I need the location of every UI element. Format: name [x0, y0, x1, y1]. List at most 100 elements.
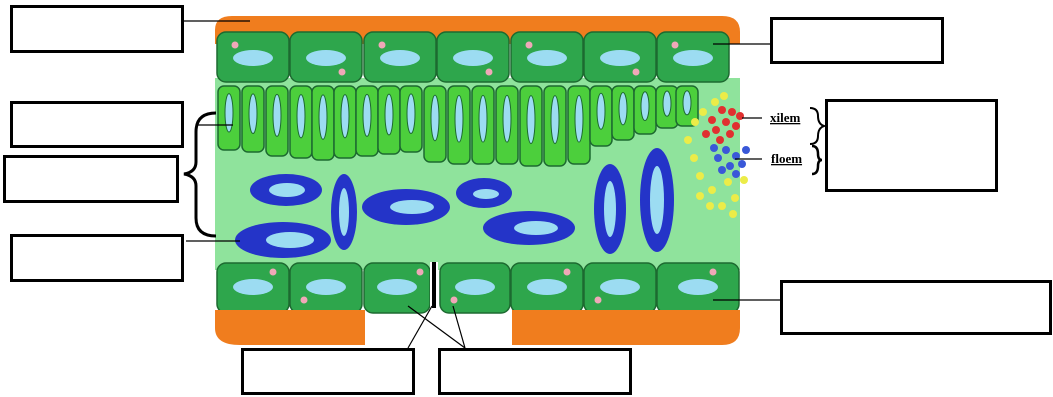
palisade-label-box[interactable] [10, 101, 184, 148]
stoma-label-box[interactable] [241, 348, 415, 395]
xylem-brace [810, 108, 824, 144]
palisade-vacuole [597, 93, 605, 129]
bundle-sheath-cell [696, 172, 704, 180]
air-space-label-box[interactable] [10, 234, 184, 282]
lower-cuticle [215, 310, 365, 345]
vascular-bundle-label-box[interactable] [825, 99, 998, 192]
air-space [604, 181, 616, 237]
cell-nucleus [306, 279, 346, 295]
phloem-cell [738, 160, 746, 168]
bundle-sheath-cell [696, 192, 704, 200]
air-space [390, 200, 434, 214]
palisade-vacuole [663, 91, 671, 116]
bundle-sheath-cell [720, 92, 728, 100]
phloem-cell [714, 154, 722, 162]
xylem-label: xilem [770, 110, 800, 125]
palisade-vacuole [683, 91, 691, 115]
palisade-vacuole [341, 95, 349, 138]
phloem-cell [718, 166, 726, 174]
xylem-cell [712, 126, 720, 134]
lower-epidermis-label-box[interactable] [780, 280, 1052, 335]
xylem-cell [732, 122, 740, 130]
cell-organelle [672, 42, 679, 49]
cell-organelle [710, 269, 717, 276]
cell-nucleus [673, 50, 713, 66]
bundle-sheath-cell [718, 202, 726, 210]
palisade-vacuole [619, 92, 627, 124]
cell-nucleus [527, 279, 567, 295]
cell-nucleus [600, 279, 640, 295]
lower-epidermis [217, 263, 739, 313]
palisade-vacuole [385, 94, 393, 135]
palisade-vacuole [319, 95, 327, 139]
palisade-vacuole [641, 92, 649, 121]
palisade-vacuole [455, 95, 463, 142]
bundle-sheath-cell [706, 202, 714, 210]
cuticle-label-box[interactable] [10, 5, 184, 53]
palisade-vacuole [297, 95, 305, 138]
upper-epidermis [217, 32, 729, 82]
phloem-cell [732, 170, 740, 178]
bundle-sheath-cell [740, 176, 748, 184]
palisade-vacuole [479, 95, 487, 142]
palisade-vacuole [407, 94, 415, 134]
cell-organelle [232, 42, 239, 49]
bundle-sheath-cell [708, 186, 716, 194]
xylem-cell [726, 130, 734, 138]
cell-nucleus [233, 50, 273, 66]
cell-nucleus [233, 279, 273, 295]
xylem-cell [708, 116, 716, 124]
air-space [473, 189, 499, 199]
cell-nucleus [453, 50, 493, 66]
spongy-label-box[interactable] [3, 155, 179, 203]
cell-nucleus [380, 50, 420, 66]
bundle-sheath-cell [684, 136, 692, 144]
bundle-sheath-cell [724, 178, 732, 186]
palisade-spongy-brace [184, 113, 216, 236]
phloem-brace [812, 146, 822, 174]
cell-organelle [564, 269, 571, 276]
cell-nucleus [600, 50, 640, 66]
xylem-cell [716, 136, 724, 144]
palisade-vacuole [225, 94, 233, 132]
palisade-vacuole [575, 95, 583, 142]
phloem-cell [722, 146, 730, 154]
stoma-line [432, 262, 436, 308]
cell-organelle [633, 69, 640, 76]
cell-organelle [595, 297, 602, 304]
phloem-cell [710, 144, 718, 152]
cell-nucleus [527, 50, 567, 66]
bundle-sheath-cell [691, 118, 699, 126]
cell-organelle [301, 297, 308, 304]
xylem-cell [718, 106, 726, 114]
air-space [266, 232, 314, 248]
palisade-vacuole [363, 94, 371, 136]
cell-organelle [339, 69, 346, 76]
palisade-vacuole [551, 96, 559, 144]
air-space [339, 188, 349, 236]
xylem-cell [702, 130, 710, 138]
bundle-sheath-cell [699, 108, 707, 116]
xylem-cell [728, 108, 736, 116]
cell-organelle [270, 269, 277, 276]
cell-organelle [379, 42, 386, 49]
guard-cell-label-box[interactable] [438, 348, 632, 395]
palisade-vacuole [273, 94, 281, 136]
cell-nucleus [306, 50, 346, 66]
bundle-sheath-cell [731, 194, 739, 202]
bundle-sheath-cell [729, 210, 737, 218]
air-space [650, 166, 664, 234]
phloem-label: floem [771, 151, 802, 166]
xylem-cell [736, 112, 744, 120]
palisade-vacuole [431, 95, 439, 141]
cell-organelle [451, 297, 458, 304]
phloem-cell [742, 146, 750, 154]
cell-organelle [417, 269, 424, 276]
cell-nucleus [377, 279, 417, 295]
cell-nucleus [455, 279, 495, 295]
cell-organelle [526, 42, 533, 49]
palisade-vacuole [503, 95, 511, 142]
xylem-cell [722, 118, 730, 126]
upper-epidermis-label-box[interactable] [770, 17, 944, 64]
